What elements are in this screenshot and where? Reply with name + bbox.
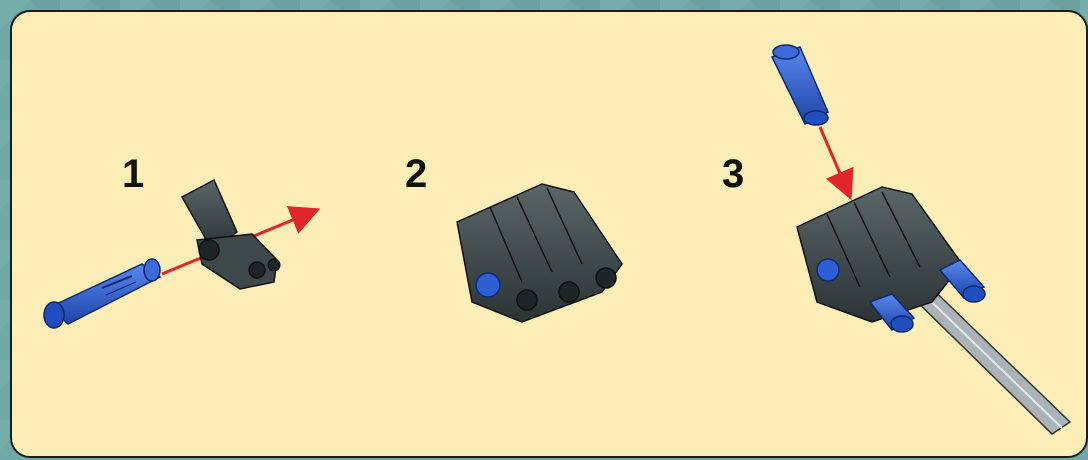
blue-pin-icon [772, 45, 828, 125]
angle-connector-icon [797, 187, 985, 332]
step-3-assembly [772, 45, 1070, 434]
instruction-illustration [12, 12, 1088, 458]
angle-connector-icon [457, 184, 622, 322]
angle-connector-icon [182, 180, 280, 289]
step-1-assembly [44, 180, 312, 328]
instruction-panel: 1 2 3 [10, 10, 1088, 458]
blue-pin-icon [44, 259, 160, 328]
step-2-assembly [457, 184, 622, 322]
red-arrow-icon [820, 127, 848, 192]
